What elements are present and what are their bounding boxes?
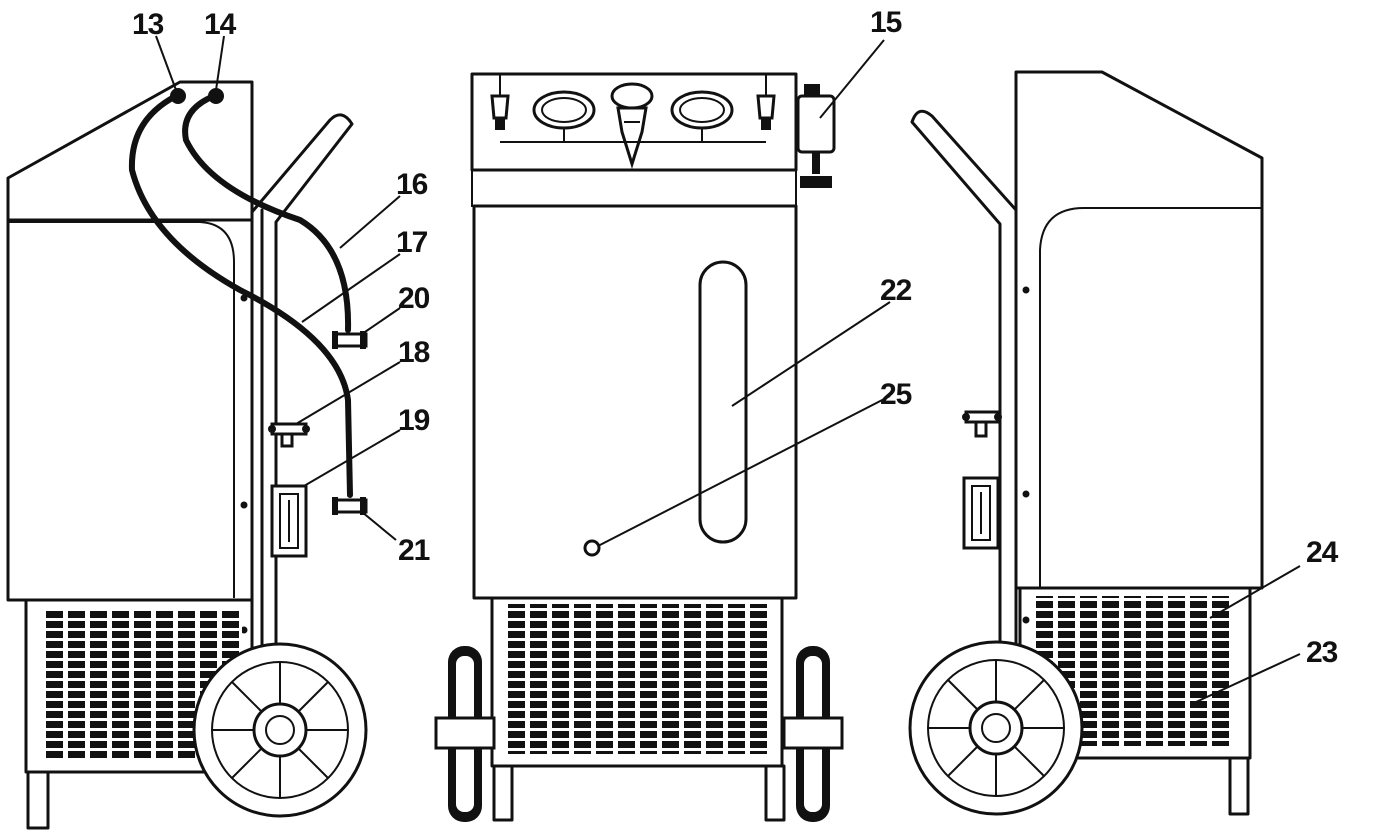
left-cabinet-curve [8,221,235,598]
callout-20: 20 [398,282,430,315]
rivet [1022,490,1030,498]
callout-22: 22 [880,274,912,307]
panel-valve-left [490,74,510,130]
callout-25: 25 [880,378,912,411]
coupler-21 [332,497,368,515]
front-grille-box [490,596,784,768]
hose-low-side [128,93,353,498]
left-leg [26,770,50,830]
right-leg [1228,756,1250,816]
front-control-panel [470,72,798,172]
panel-valve-right [756,74,776,130]
right-gauge-bracket [962,476,1000,550]
front-wheel-left [434,646,496,822]
valve-18 [268,422,310,448]
front-leader-lines [597,39,891,547]
callout-24: 24 [1306,536,1339,569]
callout-17: 17 [396,226,428,259]
gauge-bracket-19 [270,484,308,558]
right-cabinet [1014,70,1264,590]
right-wheel [908,640,1084,816]
front-leg-left [492,764,514,822]
right-cabinet-curve [1039,207,1262,588]
left-head-panel [6,80,254,222]
filter-drier-15 [796,84,836,188]
sight-window-22 [698,260,748,544]
left-side-view [6,35,401,830]
callout-18: 18 [398,336,430,369]
left-wheel [192,642,368,818]
callout-labels: 13 14 15 16 17 18 19 20 21 22 23 24 25 [132,6,1340,669]
center-manifold [610,82,654,170]
right-leader-lines [1195,565,1301,703]
rivet [1022,616,1030,624]
right-valve [962,410,1002,438]
coupler-20 [332,331,368,349]
hose-high-side [182,93,352,333]
rivet [1022,286,1030,294]
front-panel-lip [471,170,797,207]
callout-15: 15 [870,6,902,39]
front-leg-right [764,764,786,822]
callout-21: 21 [398,534,430,567]
front-cabinet [472,204,798,600]
front-wheel-right [782,646,844,822]
callout-13: 13 [132,8,164,41]
callout-16: 16 [396,168,428,201]
front-vent-grille [506,604,768,754]
port-25 [583,539,601,557]
right-handle-outer [910,109,1018,654]
left-handle-outer [250,113,354,654]
rivet [240,626,248,634]
rivet [240,501,248,509]
front-view [434,39,891,822]
right-side-view [908,70,1301,816]
callout-23: 23 [1306,636,1338,669]
left-leader-lines [155,35,401,541]
callout-19: 19 [398,404,430,437]
callout-14: 14 [204,8,237,41]
